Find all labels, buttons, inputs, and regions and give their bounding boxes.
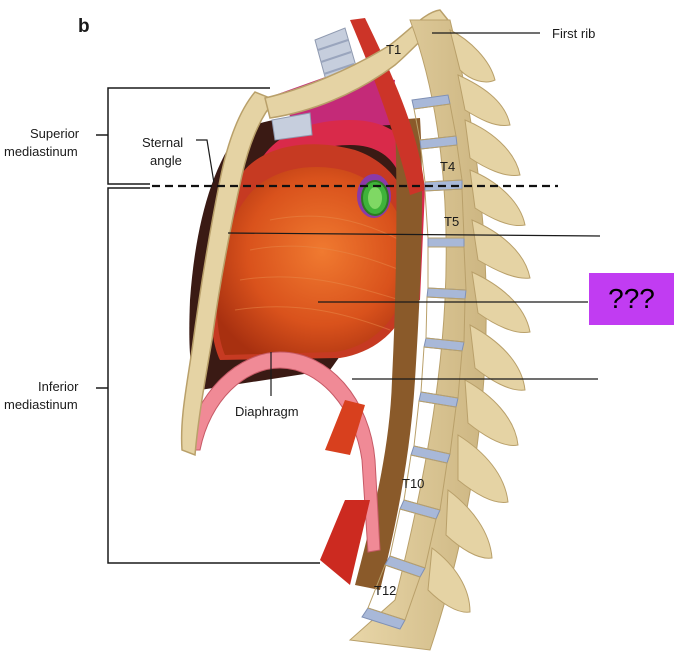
sternum bbox=[180, 91, 277, 457]
sternal-angle-label-2: angle bbox=[150, 153, 182, 168]
vertebra-t5-label: T5 bbox=[444, 214, 459, 229]
vertebra-t1-label: T1 bbox=[386, 42, 401, 57]
vertebra-t4-label: T4 bbox=[440, 159, 455, 174]
inferior-muscle bbox=[325, 400, 365, 455]
superior-mediastinum-label-2: mediastinum bbox=[4, 144, 78, 159]
trachea-rings bbox=[317, 39, 355, 75]
costal-cartilage bbox=[271, 112, 313, 141]
superior-bracket bbox=[96, 87, 270, 185]
vertebral-column bbox=[348, 19, 531, 651]
sternal-angle-label-1: Sternal bbox=[142, 135, 183, 150]
masked-label-box: ??? bbox=[589, 273, 674, 325]
descending-aorta bbox=[355, 118, 423, 590]
inferior-mediastinum-label-2: mediastinum bbox=[4, 397, 78, 412]
vertebra-t10-label: T10 bbox=[402, 476, 424, 491]
panel-label: b bbox=[78, 16, 90, 37]
heart bbox=[216, 167, 409, 355]
vertebral-bodies bbox=[367, 103, 467, 621]
leader-lines bbox=[196, 32, 601, 396]
diaphragm bbox=[184, 351, 381, 553]
pulmonary-vessel-lumen bbox=[368, 187, 382, 209]
diaphragm-label: Diaphragm bbox=[235, 404, 299, 419]
superior-mediastinum-label-1: Superior bbox=[30, 126, 80, 141]
first-rib-label: First rib bbox=[552, 26, 595, 41]
inferior-bracket bbox=[96, 187, 320, 564]
vertebra-t12-label: T12 bbox=[374, 583, 396, 598]
crus-of-diaphragm bbox=[320, 500, 370, 585]
inferior-mediastinum-label-1: Inferior bbox=[38, 379, 79, 394]
